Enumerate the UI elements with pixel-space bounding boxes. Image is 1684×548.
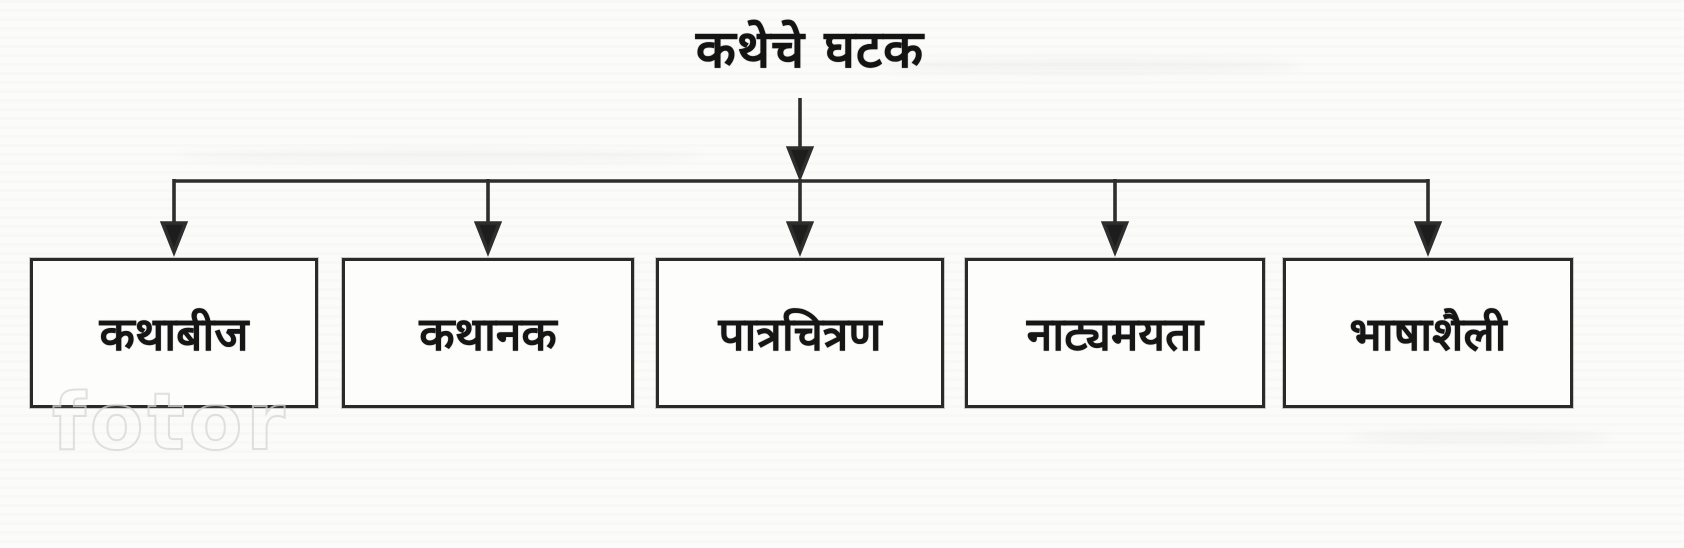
diagram-node-kathanak: कथानक <box>342 258 634 408</box>
branch-arrow-head <box>159 221 189 257</box>
node-label: नाट्यमयता <box>1026 307 1204 361</box>
branch-arrow-head <box>785 221 815 257</box>
node-label: कथानक <box>419 307 557 361</box>
root-arrow-head <box>785 146 815 182</box>
branch-arrow-head <box>473 221 503 257</box>
diagram-title: कथेचे घटक <box>695 20 925 80</box>
node-label: भाषाशैली <box>1349 307 1507 361</box>
branch-arrow-head <box>1413 221 1443 257</box>
diagram-node-kathabij: कथाबीज <box>30 258 318 408</box>
node-label: कथाबीज <box>99 307 249 361</box>
diagram-node-bhashashaili: भाषाशैली <box>1283 258 1573 408</box>
diagram-node-patrachitran: पात्रचित्रण <box>656 258 944 408</box>
scan-artifact <box>1350 430 1610 444</box>
scan-artifact <box>180 150 700 162</box>
diagram-node-natyamayata: नाट्यमयता <box>965 258 1265 408</box>
branch-arrow-head <box>1100 221 1130 257</box>
node-label: पात्रचित्रण <box>718 307 882 361</box>
